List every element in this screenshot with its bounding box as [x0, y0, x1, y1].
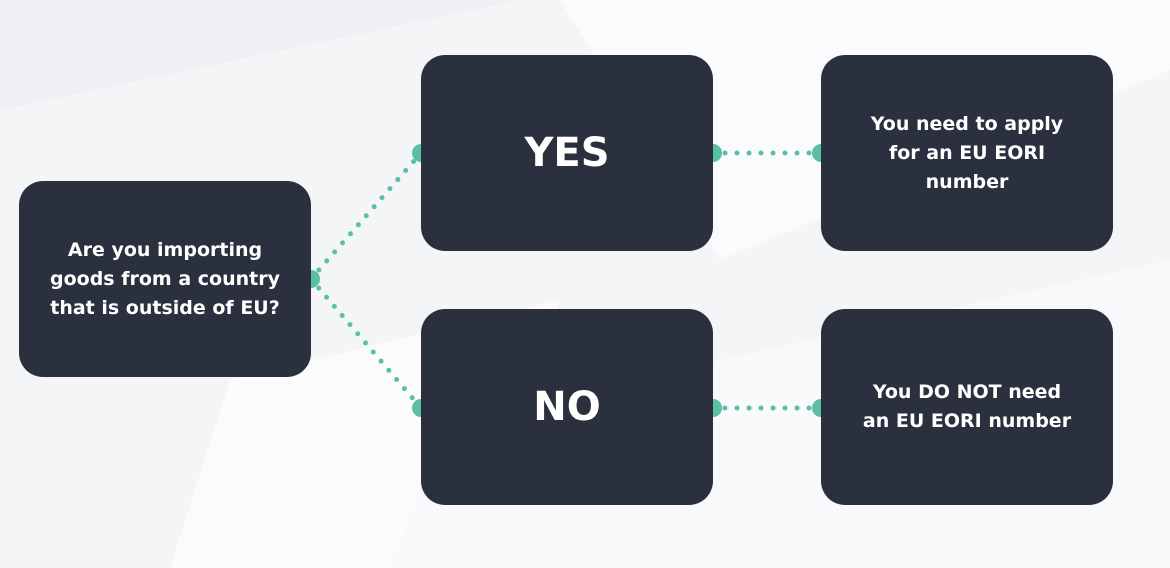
yes-label: YES [524, 130, 610, 176]
no-label: NO [533, 384, 601, 430]
no-result-text: You DO NOT need an EU EORI number [862, 381, 1072, 432]
no-result-node: You DO NOT need an EU EORI number [821, 309, 1113, 505]
yes-node: YES [421, 55, 713, 251]
question-node: Are you importing goods from a country t… [19, 181, 311, 377]
no-node: NO [421, 309, 713, 505]
yes-result-node: You need to apply for an EU EORI number [821, 55, 1113, 251]
yes-result-text: You need to apply for an EU EORI number [870, 112, 1064, 193]
question-text: Are you importing goods from a country t… [50, 238, 280, 319]
